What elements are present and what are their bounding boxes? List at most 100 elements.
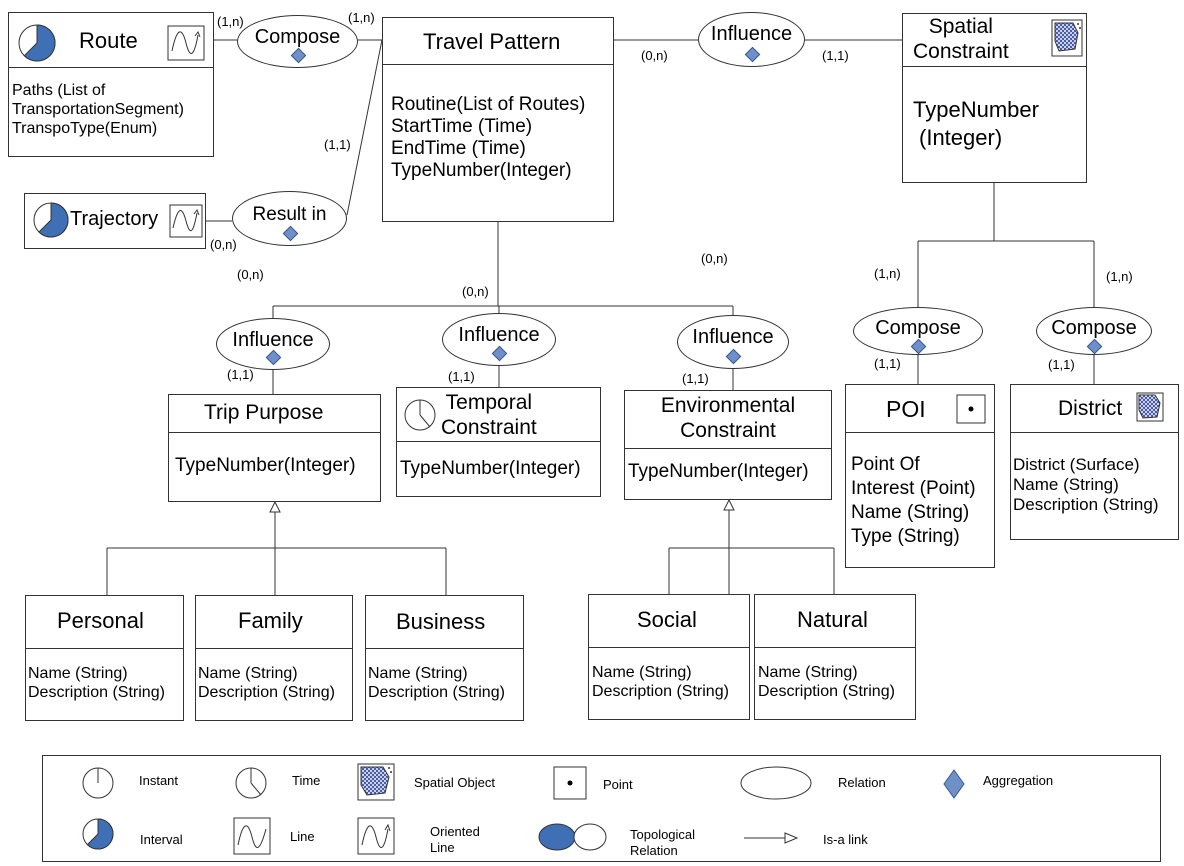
isa-link-icon (744, 832, 799, 844)
relation-label: Influence (692, 326, 774, 348)
travel-pattern-attr: Routine(List of Routes) (391, 94, 586, 115)
family-entity: Family Name (String) Description (String… (195, 595, 353, 721)
family-attr: Name (String) (198, 665, 298, 682)
legend: Instant Time Spatial Object Point Relati… (42, 755, 1161, 862)
relation-label: Compose (1051, 317, 1137, 339)
cardinality-label: (1,1) (874, 356, 901, 371)
trajectory-title: Trajectory (70, 208, 159, 230)
legend-line-label: Line (290, 829, 315, 844)
route-attr: TransportationSegment) (12, 101, 184, 118)
social-entity: Social Name (String) Description (String… (588, 594, 750, 720)
relation-label: Influence (458, 324, 540, 346)
poi-title: POI (886, 396, 926, 422)
relation-label: Compose (254, 26, 341, 48)
cardinality-label: (0,n) (701, 251, 728, 266)
compose-relation: Compose (853, 307, 983, 355)
natural-attr: Description (String) (758, 683, 895, 700)
influence-relation: Influence (698, 12, 805, 67)
cardinality-label: (1,n) (874, 266, 901, 281)
family-attr: Description (String) (198, 684, 335, 701)
spatial-constraint-title: Spatial (928, 15, 993, 38)
line-icon (233, 817, 271, 855)
interval-icon (82, 818, 114, 850)
natural-attr: Name (String) (758, 664, 858, 681)
spatial-object-icon (357, 763, 395, 801)
personal-title: Personal (57, 608, 144, 633)
personal-attr: Name (String) (28, 665, 128, 682)
route-attr: Paths (List of (12, 82, 106, 99)
legend-interval-label: Interval (140, 832, 183, 847)
compose-relation: Compose (1036, 307, 1152, 355)
cardinality-label: (1,n) (1106, 269, 1133, 284)
aggregation-icon (282, 225, 298, 242)
relation-label: Influence (232, 329, 314, 351)
travel-pattern-attr: TypeNumber(Integer) (391, 160, 572, 181)
influence-relation: Influence (442, 313, 556, 366)
relation-label: Influence (710, 23, 793, 45)
business-entity: Business Name (String) Description (Stri… (365, 595, 524, 721)
aggregation-icon (1086, 338, 1103, 355)
route-attr: TranspoType(Enum) (12, 120, 158, 137)
relation-label: Compose (875, 317, 961, 339)
cardinality-label: (1,1) (822, 48, 849, 63)
temporal-constraint-title: Temporal (445, 391, 533, 414)
social-attr: Name (String) (592, 664, 692, 681)
time-icon (235, 767, 267, 799)
legend-isa-link-label: Is-a link (823, 832, 868, 847)
legend-oriented-line-label: Oriented (430, 824, 480, 839)
aggregation-icon (725, 348, 742, 365)
influence-relation: Influence (677, 315, 789, 369)
cardinality-label: (0,n) (210, 237, 237, 252)
point-icon (553, 766, 587, 800)
legend-instant-label: Instant (139, 773, 179, 788)
cardinality-label: (1,1) (1048, 357, 1075, 372)
temporal-constraint-title: Constraint (441, 416, 537, 439)
compose-relation: Compose (237, 15, 358, 68)
topological-relation-icon (538, 823, 607, 851)
trip-purpose-entity: Trip Purpose TypeNumber(Integer) (168, 394, 381, 502)
travel-pattern-entity: Travel Pattern Routine(List of Routes) S… (382, 17, 614, 222)
relation-label: Result in (252, 204, 327, 225)
oriented-line-icon (357, 817, 395, 855)
temporal-constraint-entity: Temporal Constraint TypeNumber(Integer) (396, 387, 601, 497)
legend-relation-label: Relation (838, 775, 886, 790)
legend-oriented-line-label: Line (430, 840, 455, 855)
instant-icon (82, 767, 114, 799)
temporal-constraint-attr: TypeNumber(Integer) (400, 458, 581, 479)
route-entity: Route Paths (List of TransportationSegme… (8, 12, 214, 157)
spatial-object-icon (1051, 19, 1083, 57)
time-icon (404, 399, 436, 431)
result-in-relation: Result in (232, 191, 347, 246)
legend-point-label: Point (603, 777, 633, 792)
natural-title: Natural (797, 607, 868, 632)
cardinality-label: (1,1) (682, 371, 709, 386)
family-title: Family (238, 608, 303, 633)
personal-entity: Personal Name (String) Description (Stri… (25, 595, 184, 721)
legend-topological-relation-label: Topological (630, 827, 696, 842)
environmental-constraint-attr: TypeNumber(Integer) (628, 461, 809, 482)
poi-attr: Interest (Point) (851, 478, 976, 499)
poi-attr: Name (String) (851, 502, 970, 523)
district-attr: District (Surface) (1013, 455, 1140, 474)
aggregation-icon (265, 349, 282, 366)
district-entity: District District (Surface) Name (String… (1010, 384, 1179, 540)
cardinality-label: (1,1) (227, 367, 254, 382)
aggregation-icon (290, 47, 306, 64)
cardinality-label: (1,1) (448, 369, 475, 384)
business-attr: Name (String) (368, 665, 468, 682)
poi-attr: Type (String) (851, 526, 960, 547)
spatial-constraint-attr: (Integer) (919, 125, 1003, 150)
travel-pattern-title: Travel Pattern (423, 29, 561, 54)
trip-purpose-attr: TypeNumber(Integer) (175, 455, 356, 476)
district-attr: Name (String) (1013, 475, 1119, 494)
spatial-constraint-attr: TypeNumber (913, 97, 1039, 122)
travel-pattern-attr: EndTime (Time) (391, 138, 526, 159)
oriented-line-icon (169, 204, 203, 238)
legend-aggregation-label: Aggregation (983, 773, 1054, 788)
social-attr: Description (String) (592, 683, 729, 700)
cardinality-label: (0,n) (237, 267, 264, 282)
travel-pattern-attr: StartTime (Time) (391, 116, 533, 137)
cardinality-label: (0,n) (641, 48, 668, 63)
legend-topological-relation-label: Relation (630, 843, 678, 858)
